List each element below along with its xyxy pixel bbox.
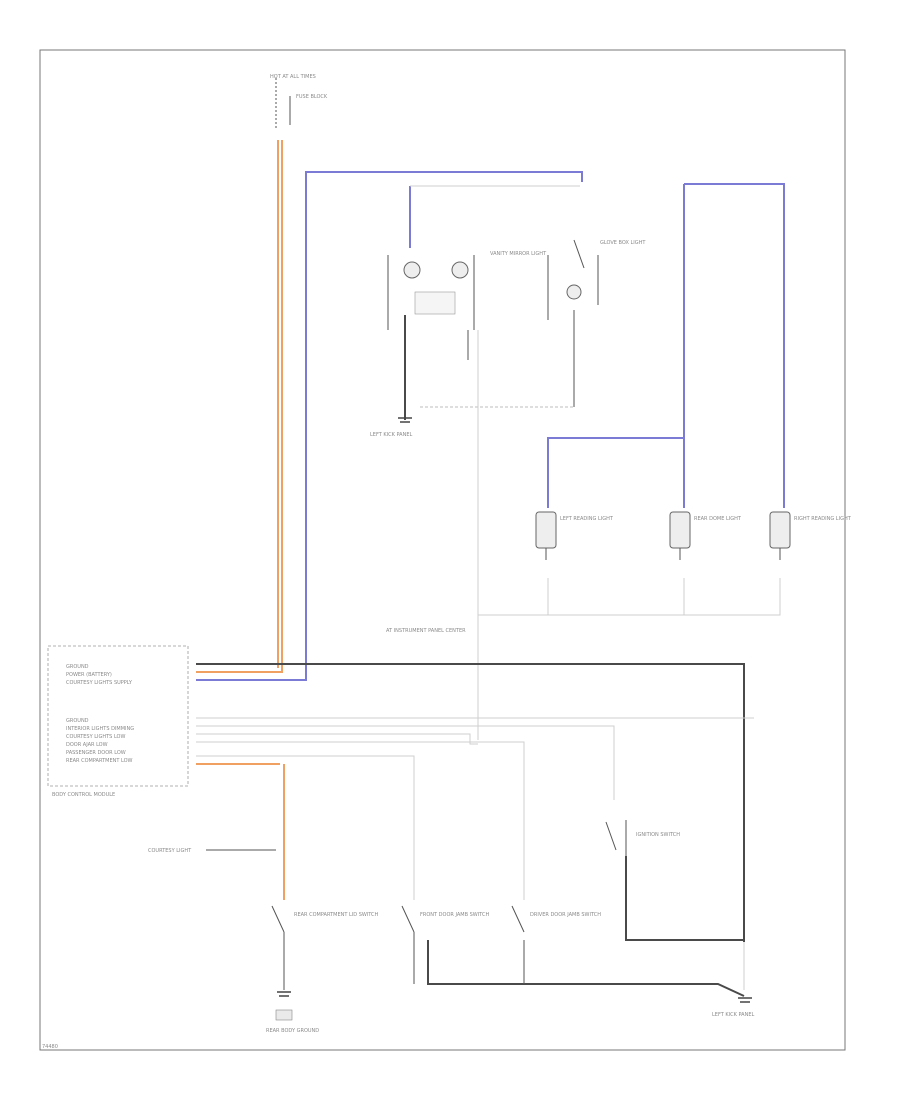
- left-reading-light: LEFT READING LIGHT: [535, 511, 614, 560]
- power-wire-orange: [196, 140, 283, 673]
- passenger-door-wire: [196, 755, 415, 900]
- rear-dome-label: REAR DOME LIGHT: [694, 516, 742, 522]
- light-return-right: [684, 578, 781, 616]
- courtesy-light-input: COURTESY LIGHT: [148, 848, 276, 854]
- ground-bus-black: [196, 663, 745, 942]
- footer-code: 74480: [42, 1044, 58, 1050]
- dimming-wire: [196, 725, 615, 800]
- rear-compartment-switch: REAR COMPARTMENT LID SWITCH: [271, 905, 379, 990]
- courtesy-wire-blue: [196, 171, 583, 681]
- rear-dome-light: REAR DOME LIGHT: [669, 511, 742, 560]
- fuse-top-sub-label: FUSE BLOCK: [296, 94, 328, 100]
- vanity-mirror-light: VANITY MIRROR LIGHT: [387, 251, 547, 330]
- driver-door-jamb-switch: DRIVER DOOR JAMB SWITCH: [511, 905, 601, 933]
- module-pin-4: INTERIOR LIGHTS DIMMING: [66, 726, 134, 732]
- ignition-label: IGNITION SWITCH: [636, 832, 680, 838]
- light-return-mid: [548, 578, 685, 616]
- body-control-module: [47, 645, 189, 787]
- vanity-label: VANITY MIRROR LIGHT: [490, 251, 547, 257]
- module-pin-8: REAR COMPARTMENT LOW: [66, 758, 133, 764]
- module-pin-1: POWER (BATTERY): [66, 672, 112, 678]
- ignition-switch: IGNITION SWITCH: [605, 820, 680, 856]
- front-door-left-label: FRONT DOOR JAMB SWITCH: [420, 912, 489, 918]
- blue-wire-middle: [547, 184, 685, 508]
- front-door-right-label: DRIVER DOOR JAMB SWITCH: [530, 912, 601, 918]
- module-pin-2: COURTESY LIGHTS SUPPLY: [66, 680, 133, 686]
- left-reading-label: LEFT READING LIGHT: [560, 516, 614, 522]
- ground-bottom-left: REAR BODY GROUND: [266, 991, 319, 1034]
- ground-bottom-left-label: REAR BODY GROUND: [266, 1028, 319, 1034]
- right-reading-light: RIGHT READING LIGHT: [769, 511, 852, 560]
- right-reading-label: RIGHT READING LIGHT: [794, 516, 852, 522]
- ignition-ground-wire: [625, 856, 744, 941]
- bottom-ground-bus: [427, 940, 745, 997]
- front-door-jamb-switch: FRONT DOOR JAMB SWITCH: [401, 905, 489, 984]
- fuse-top: HOT AT ALL TIMES FUSE BLOCK: [270, 74, 328, 128]
- ground-bottom-right: LEFT KICK PANEL: [712, 997, 755, 1018]
- module-pin-6: DOOR AJAR LOW: [66, 742, 108, 748]
- light-return-left: [478, 578, 549, 616]
- blue-wire-right: [684, 183, 785, 508]
- glovebox-label: GLOVE BOX LIGHT: [600, 240, 646, 246]
- courtesy-low-wire: [196, 733, 478, 745]
- diagram-frame: [39, 49, 846, 1051]
- module-pin-0: GROUND: [66, 664, 89, 670]
- fuse-top-label: HOT AT ALL TIMES: [270, 74, 316, 80]
- module-pin-7: PASSENGER DOOR LOW: [66, 750, 126, 756]
- module-pin-3: GROUND: [66, 718, 89, 724]
- ground-left-kick-top: LEFT KICK PANEL: [370, 417, 413, 438]
- courtesy-label: COURTESY LIGHT: [148, 848, 192, 854]
- glovebox-light: GLOVE BOX LIGHT: [547, 239, 646, 320]
- ground-bottom-right-label: LEFT KICK PANEL: [712, 1012, 755, 1018]
- rear-door-label: REAR COMPARTMENT LID SWITCH: [294, 912, 379, 918]
- module-label: BODY CONTROL MODULE: [52, 792, 115, 798]
- splice-center-label: AT INSTRUMENT PANEL CENTER: [386, 628, 466, 634]
- door-ajar-wire: [196, 741, 525, 900]
- ground-left-kick-label: LEFT KICK PANEL: [370, 432, 413, 438]
- module-pin-5: COURTESY LIGHTS LOW: [66, 734, 125, 740]
